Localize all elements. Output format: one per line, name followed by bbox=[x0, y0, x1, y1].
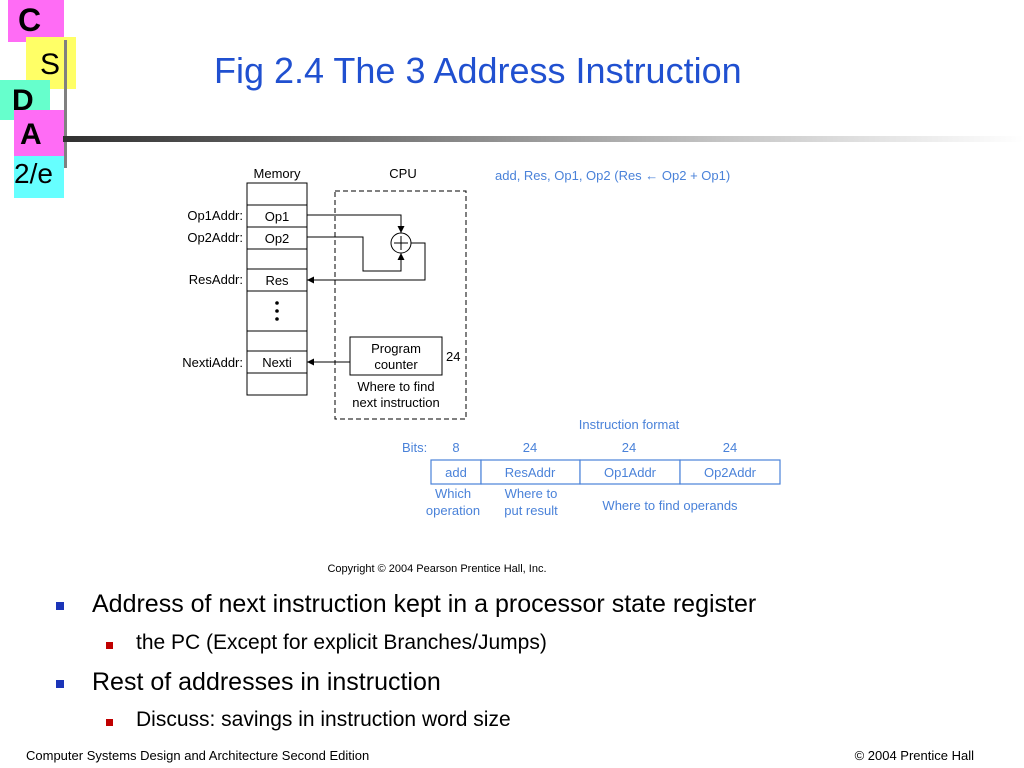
program-counter-box bbox=[349, 336, 443, 376]
adder-to-res-wire bbox=[307, 242, 426, 284]
op1-to-adder-wire bbox=[307, 214, 405, 233]
desc-result-line2: put result bbox=[504, 503, 558, 518]
logo-letter-s: S bbox=[40, 48, 61, 81]
where-next-line2: next instruction bbox=[352, 395, 439, 410]
where-next-line1: Where to find bbox=[357, 379, 434, 394]
field-add: add bbox=[445, 465, 467, 480]
instruction-format-title: Instruction format bbox=[579, 417, 680, 432]
bits-label: Bits: bbox=[402, 440, 427, 455]
title-underline bbox=[63, 136, 1024, 142]
instruction-format-fields bbox=[430, 459, 781, 485]
desc-operation-line1: Which bbox=[435, 486, 471, 501]
pc-label-line1: Program bbox=[371, 341, 421, 356]
field-resaddr: ResAddr bbox=[505, 465, 556, 480]
logo-block-a bbox=[14, 110, 64, 160]
pc-label-line2: counter bbox=[374, 357, 418, 372]
logo-letter-c: C bbox=[18, 2, 42, 38]
bit-width-op2addr: 24 bbox=[723, 440, 737, 455]
logo-edition: 2/e bbox=[14, 158, 53, 189]
label-op1addr: Op1Addr: bbox=[187, 208, 243, 223]
operation-description: add, Res, Op1, Op2 (Res ← Op2 + Op1) bbox=[495, 168, 730, 183]
memory-cell-op1: Op1 bbox=[265, 209, 290, 224]
cpu-boundary bbox=[334, 190, 467, 420]
memory-cell-nexti: Nexti bbox=[262, 355, 292, 370]
sub-bullet-marker bbox=[106, 719, 113, 726]
figure-copyright: Copyright © 2004 Pearson Prentice Hall, … bbox=[327, 563, 546, 575]
bit-width-op1addr: 24 bbox=[622, 440, 636, 455]
bullet-item: Address of next instruction kept in a pr… bbox=[92, 590, 757, 618]
bit-width-add: 8 bbox=[452, 440, 459, 455]
logo-letter-d: D bbox=[12, 84, 34, 117]
footer-copyright: © 2004 Prentice Hall bbox=[854, 748, 974, 763]
sub-bullet-item: Discuss: savings in instruction word siz… bbox=[136, 708, 511, 731]
field-op1addr: Op1Addr bbox=[604, 465, 657, 480]
memory-cell-res: Res bbox=[265, 273, 289, 288]
sub-bullet-item: the PC (Except for explicit Branches/Jum… bbox=[136, 631, 547, 654]
memory-cell-op2: Op2 bbox=[265, 231, 290, 246]
logo-vertical-rule bbox=[64, 40, 67, 168]
desc-result-line1: Where to bbox=[505, 486, 558, 501]
bullet-item: Rest of addresses in instruction bbox=[92, 668, 441, 696]
bullet-marker bbox=[56, 680, 64, 688]
label-resaddr: ResAddr: bbox=[189, 272, 243, 287]
field-op2addr: Op2Addr bbox=[704, 465, 757, 480]
three-address-diagram: Memory Op1 Op2 Res Nexti Op1Addr: Op2Add… bbox=[182, 166, 781, 575]
cpu-label: CPU bbox=[389, 166, 416, 181]
sub-bullet-marker bbox=[106, 642, 113, 649]
footer-book-title: Computer Systems Design and Architecture… bbox=[26, 748, 370, 763]
desc-operation-line2: operation bbox=[426, 503, 480, 518]
slide-title: Fig 2.4 The 3 Address Instruction bbox=[214, 50, 742, 91]
logo-block-edition bbox=[14, 156, 64, 198]
op2-to-adder-wire bbox=[307, 236, 405, 272]
label-op2addr: Op2Addr: bbox=[187, 230, 243, 245]
bullet-marker bbox=[56, 602, 64, 610]
memory-label: Memory bbox=[254, 166, 301, 181]
pc-bit-width: 24 bbox=[446, 349, 460, 364]
label-nextiaddr: NextiAddr: bbox=[182, 355, 243, 370]
logo-block-c bbox=[8, 0, 64, 42]
ellipsis-dots bbox=[275, 301, 279, 321]
desc-operands: Where to find operands bbox=[602, 498, 738, 513]
logo-letter-a: A bbox=[20, 118, 42, 151]
bit-width-resaddr: 24 bbox=[523, 440, 537, 455]
